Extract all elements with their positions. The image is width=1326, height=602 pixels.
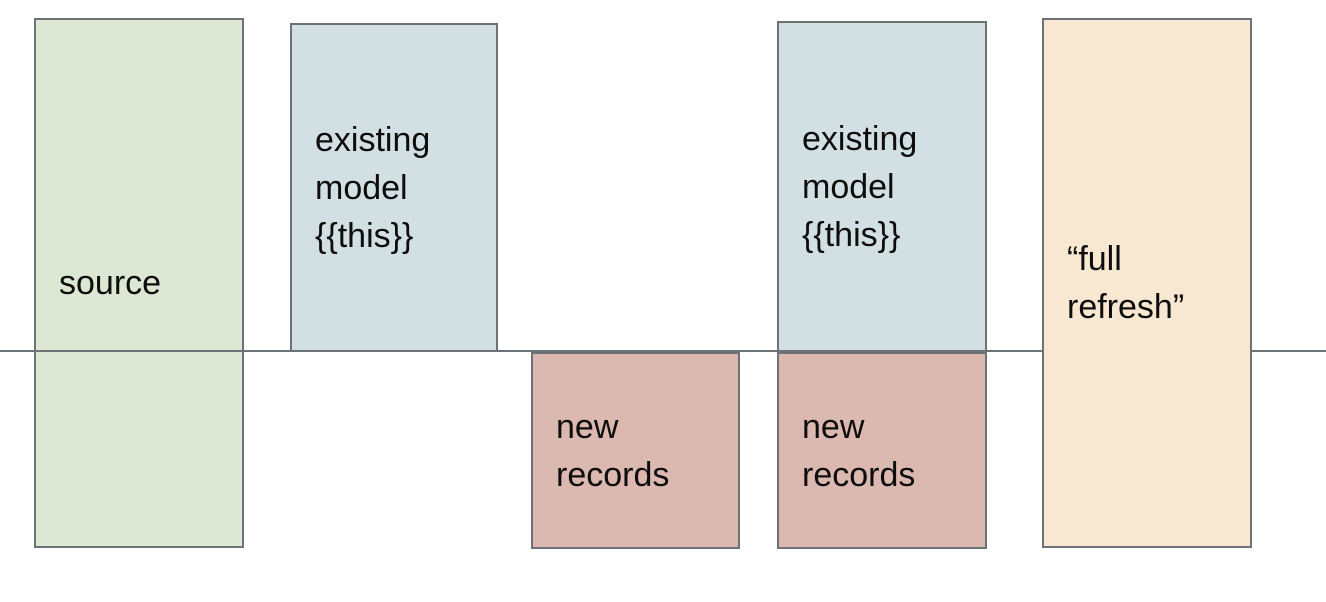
box-new-records-1-label: new records xyxy=(556,407,670,494)
box-new-records-2: new records xyxy=(777,352,987,549)
box-source-label: source xyxy=(59,264,162,302)
box-source: source xyxy=(34,18,244,548)
horizontal-divider-line xyxy=(0,350,1326,352)
box-full-refresh: “full refresh” xyxy=(1042,18,1252,548)
box-existing-model-1: existing model {{this}} xyxy=(290,23,498,352)
box-existing-model-2: existing model {{this}} xyxy=(777,21,987,352)
box-existing-model-1-label: existing model {{this}} xyxy=(315,120,431,255)
box-existing-model-2-label: existing model {{this}} xyxy=(802,119,918,254)
box-new-records-1: new records xyxy=(531,352,740,549)
box-new-records-2-label: new records xyxy=(802,407,916,494)
box-full-refresh-label: “full refresh” xyxy=(1067,240,1185,326)
